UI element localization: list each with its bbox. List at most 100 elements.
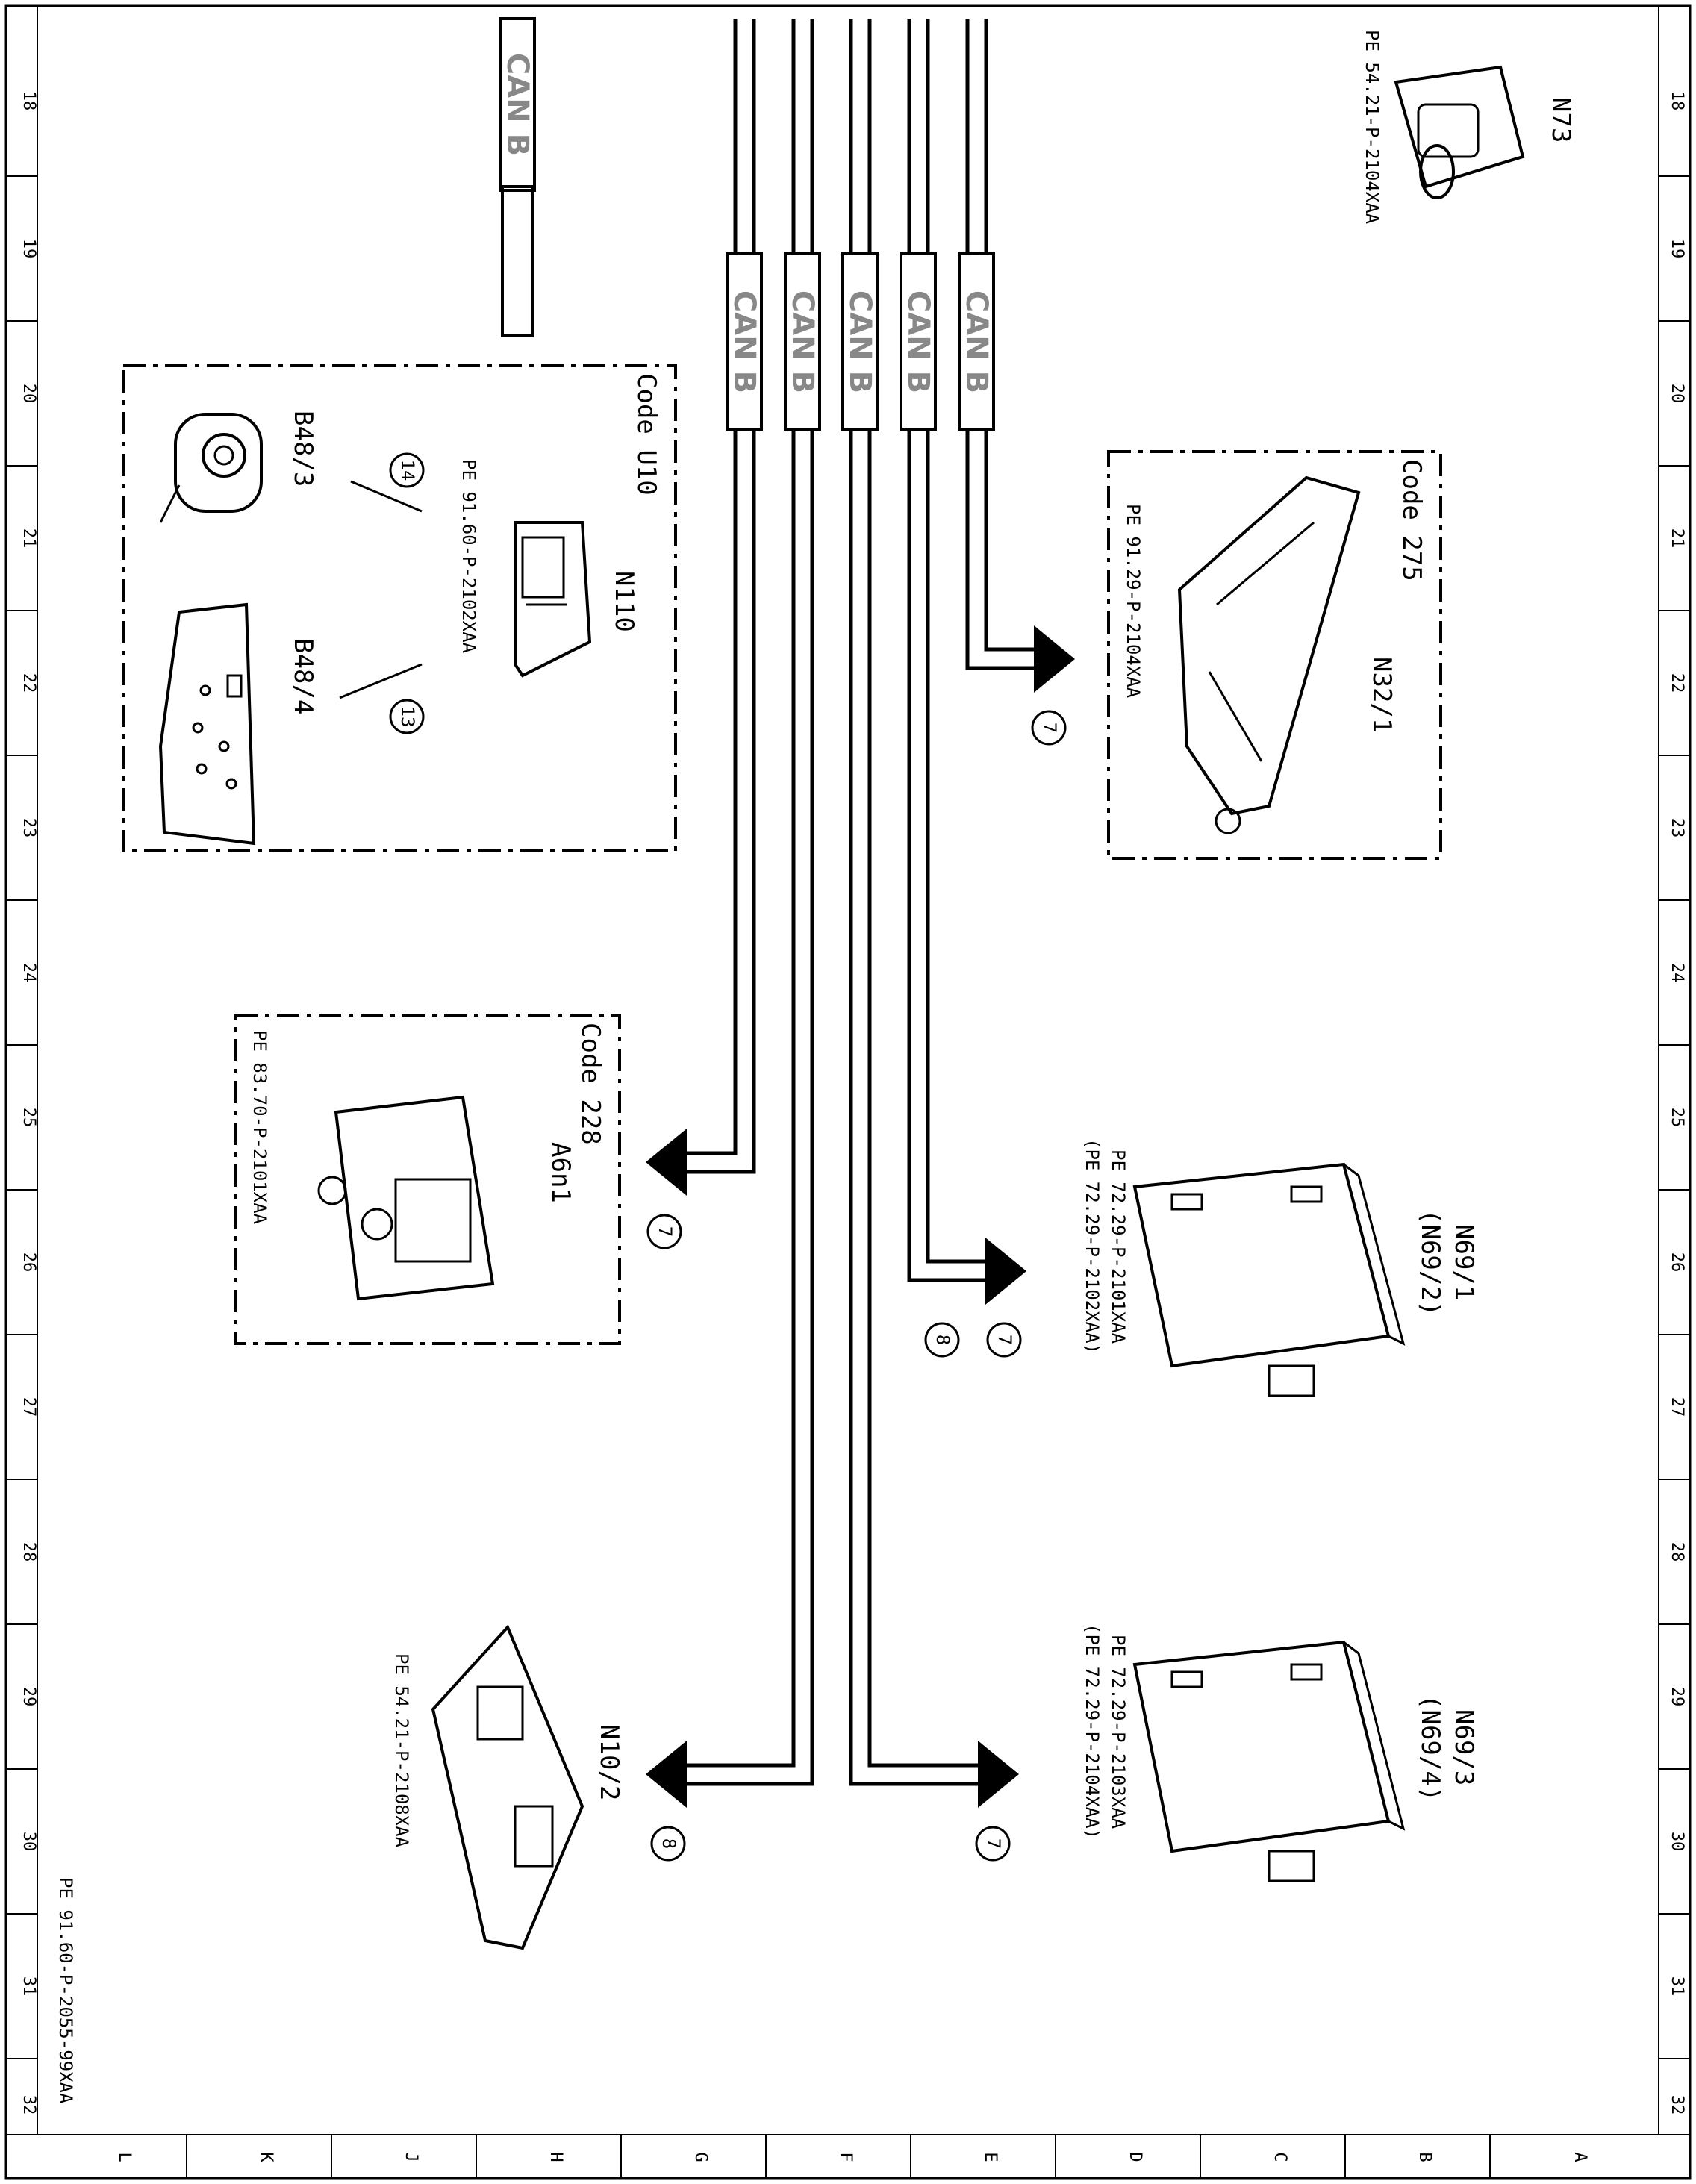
door-module-icon [1132, 1162, 1406, 1397]
row-label: 20 [19, 384, 38, 404]
n69-3-label: N69/3 [1449, 1709, 1479, 1785]
row-label: 19 [19, 239, 38, 259]
ignition-switch-icon [1394, 65, 1525, 199]
row-label: 31 [1668, 1976, 1686, 1997]
n69-4-ref: (PE 72.29-P-2104XAA) [1082, 1623, 1103, 1839]
svg-text:CAN B: CAN B [843, 290, 877, 393]
n69-3-group: N69/3 (N69/4) PE 72.29-P-2103XAA (PE 72.… [1082, 1623, 1479, 1882]
n69-2-ref: (PE 72.29-P-2102XAA) [1082, 1138, 1103, 1354]
svg-text:14: 14 [397, 460, 418, 481]
n32-1-ref: PE 91.29-P-2104XAA [1123, 504, 1144, 699]
n69-4-label: (N69/4) [1415, 1694, 1445, 1801]
svg-text:CAN B: CAN B [727, 290, 761, 393]
col-label: H [546, 2152, 565, 2162]
svg-text:CAN B: CAN B [959, 290, 994, 393]
svg-text:8: 8 [658, 1838, 679, 1849]
svg-text:7: 7 [994, 1335, 1015, 1345]
row-label: 29 [1668, 1687, 1686, 1707]
n110-ref: PE 91.60-P-2102XAA [458, 459, 479, 654]
col-label: G [691, 2152, 710, 2162]
row-label: 24 [19, 963, 38, 983]
code-275-label: Code 275 [1397, 459, 1427, 581]
a6n1-ref: PE 83.70-P-2101XAA [249, 1030, 270, 1225]
can-b-labels: CAN B CAN B CAN B CAN B CAN B CAN B [499, 17, 995, 431]
can-bus-wires [501, 19, 1034, 1786]
code-u10-label: Code U10 [632, 373, 661, 496]
row-label: 21 [19, 528, 38, 549]
col-label: K [257, 2152, 275, 2162]
svg-text:7: 7 [1039, 723, 1060, 733]
row-label: 23 [19, 818, 38, 838]
col-label: E [981, 2152, 1000, 2162]
svg-text:CAN B: CAN B [500, 53, 534, 156]
sam-module-icon [431, 1624, 584, 1950]
row-label: 32 [19, 2095, 38, 2115]
n32-1-label: N32/1 [1367, 657, 1397, 733]
col-label: A [1571, 2152, 1589, 2162]
n69-1-group: N69/1 (N69/2) PE 72.29-P-2101XAA (PE 72.… [1082, 1138, 1479, 1397]
row-label: 19 [1668, 239, 1686, 259]
b48-4-label: B48/4 [288, 638, 318, 714]
n110-module-icon [514, 521, 592, 678]
n69-1-label: N69/1 [1449, 1224, 1479, 1300]
door-module-icon [1132, 1640, 1406, 1882]
row-label: 32 [1668, 2095, 1686, 2115]
row-label: 18 [19, 91, 38, 111]
row-label: 22 [1668, 673, 1686, 693]
svg-text:8: 8 [932, 1335, 953, 1345]
row-label: 28 [19, 1542, 38, 1562]
column-scale-bottom: L K J H G F E D C B A [115, 2135, 1589, 2177]
n10-2-ref: PE 54.21-P-2108XAA [391, 1653, 412, 1848]
row-label: 24 [1668, 963, 1686, 983]
n32-1-module-icon [1177, 475, 1361, 834]
row-label: 29 [19, 1687, 38, 1707]
arrowheads [646, 625, 1075, 1808]
code-275-group: Code 275 N32/1 PE 91.29-P-2104XAA [1107, 450, 1442, 860]
col-label: L [115, 2152, 134, 2162]
b48-3-label: B48/3 [288, 411, 318, 487]
row-label: 26 [1668, 1252, 1686, 1273]
can-b-label-4: CAN B [900, 252, 937, 431]
row-label: 30 [19, 1832, 38, 1852]
arrow-n69-1 [985, 1238, 1026, 1305]
row-label: 31 [19, 1976, 38, 1997]
col-label: F [836, 2152, 855, 2162]
row-label: 27 [1668, 1397, 1686, 1417]
can-b-label-5: CAN B [958, 252, 995, 431]
callout-8-n69-1: 8 [924, 1322, 960, 1358]
svg-text:7: 7 [983, 1838, 1004, 1849]
callout-8-n10-2: 8 [650, 1826, 686, 1862]
b48-3-sensor-icon [159, 413, 263, 523]
callout-14: 14 [389, 452, 425, 488]
row-label: 20 [1668, 384, 1686, 404]
n73-group: N73 PE 54.21-P-2104XAA [1362, 30, 1576, 225]
can-b-label-1: CAN B [726, 252, 763, 431]
col-label: D [1126, 2152, 1144, 2162]
code-u10-group: Code U10 N110 PE 91.60-P-2102XAA B48/3 B… [122, 364, 677, 852]
drawing-frame [4, 4, 1692, 2180]
n110-label: N110 [609, 571, 639, 632]
n69-3-ref: PE 72.29-P-2103XAA [1108, 1635, 1129, 1829]
n10-2-label: N10/2 [594, 1724, 624, 1800]
code-228-group: Code 228 A6n1 PE 83.70-P-2101XAA [234, 1014, 621, 1345]
n69-1-ref: PE 72.29-P-2101XAA [1108, 1149, 1129, 1344]
row-scale-left: 18 19 20 21 22 23 24 25 26 27 28 29 30 3… [7, 91, 38, 2115]
a6n1-heater-icon [317, 1095, 495, 1301]
svg-text:CAN B: CAN B [901, 290, 935, 393]
n10-2-group: N10/2 PE 54.21-P-2108XAA [391, 1624, 624, 1950]
can-b-label-3: CAN B [841, 252, 879, 431]
row-label: 27 [19, 1397, 38, 1417]
callout-7-n69-3: 7 [975, 1826, 1011, 1862]
callout-7-n69-1: 7 [986, 1322, 1022, 1358]
arrow-a6n1 [646, 1129, 687, 1196]
a6n1-label: A6n1 [546, 1142, 576, 1203]
callouts: 7 7 7 8 8 7 14 13 [389, 452, 1067, 1862]
row-label: 23 [1668, 818, 1686, 838]
col-label: B [1415, 2152, 1434, 2162]
row-label: 28 [1668, 1542, 1686, 1562]
arrow-n69-3 [978, 1741, 1019, 1808]
arrow-n32-1 [1034, 625, 1075, 693]
callout-7-n32-1: 7 [1031, 710, 1067, 746]
n73-label: N73 [1546, 97, 1576, 143]
